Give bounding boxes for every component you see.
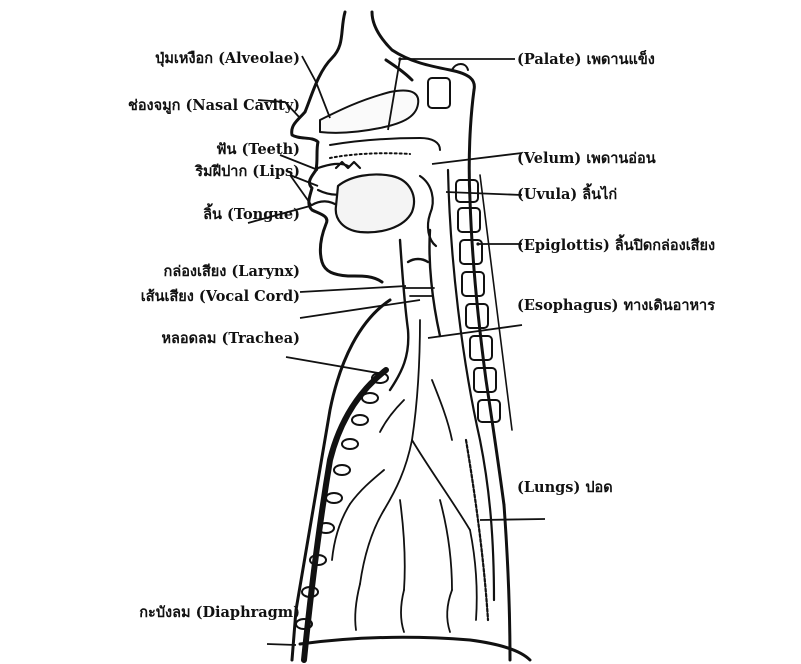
nasal-cavity-drawing (320, 64, 468, 158)
label-teeth: ฟัน (Teeth) (216, 143, 300, 158)
label-uvula: (Uvula) ลิ้นไก่ (517, 188, 617, 203)
oral-cavity-drawing (312, 162, 436, 246)
label-trachea: หลอดลม (Trachea) (161, 332, 300, 347)
spine-drawing (456, 175, 512, 430)
head-outline (292, 12, 504, 505)
label-vocal-cord: เส้นเสียง (Vocal Cord) (141, 290, 300, 305)
leader-tick-marks (398, 57, 479, 245)
label-alveolae: ปุ่มเหงือก (Alveolae) (155, 52, 300, 67)
label-nasal-cavity: ช่องจมูก (Nasal Cavity) (128, 99, 300, 114)
label-palate: (Palate) เพดานแข็ง (517, 53, 655, 68)
label-lips: ริมฝีปาก (Lips) (195, 165, 300, 180)
chest-drawing (292, 300, 530, 660)
lung-bronchi-drawing (332, 320, 477, 632)
airway-drawing (390, 230, 440, 390)
label-tongue: ลิ้น (Tongue) (203, 208, 300, 223)
label-esophagus: (Esophagus) ทางเดินอาหาร (517, 299, 715, 314)
label-lungs: (Lungs) ปอด (517, 481, 613, 496)
label-velum: (Velum) เพดานอ่อน (517, 152, 656, 167)
label-epiglottis: (Epiglottis) ลิ้นปิดกล่องเสียง (517, 239, 715, 254)
label-diaphragm: กะบังลม (Diaphragm) (139, 606, 300, 621)
label-larynx: กล่องเสียง (Larynx) (164, 265, 300, 280)
